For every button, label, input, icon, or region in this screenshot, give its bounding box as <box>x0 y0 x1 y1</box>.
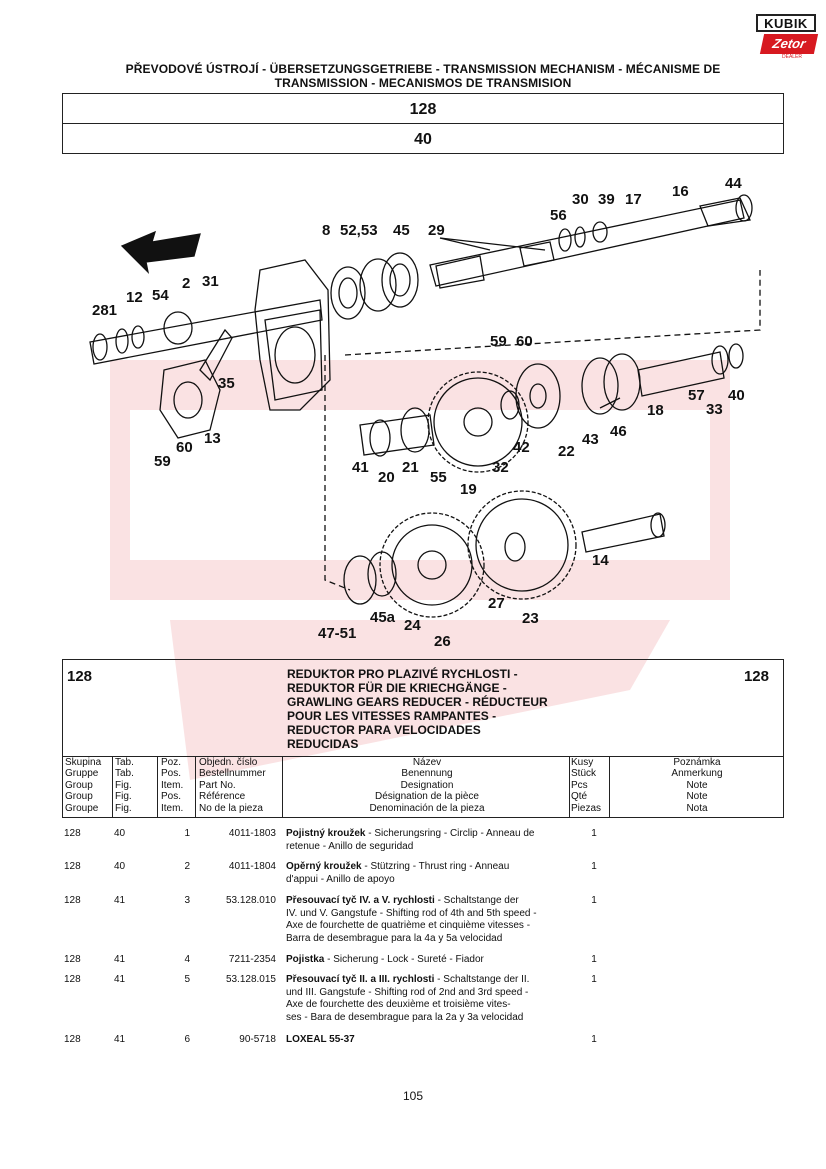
diagram-label: 30 <box>572 191 589 208</box>
diagram-label: 27 <box>488 595 505 612</box>
description-group-right: 128 <box>743 668 769 685</box>
diagram-label: 35 <box>218 375 235 392</box>
diagram-label: 32 <box>492 459 509 476</box>
diagram-label: 18 <box>647 402 664 419</box>
logo-dealer-text: DEALER <box>782 54 803 60</box>
diagram-label: 59 <box>490 333 507 350</box>
diagram-label: 40 <box>728 387 745 404</box>
direction-arrow-icon <box>120 230 201 274</box>
diagram-label: 29 <box>428 222 445 239</box>
diagram-label: 19 <box>460 481 477 498</box>
diagram-label: 31 <box>202 273 219 290</box>
diagram-label: 54 <box>152 287 169 304</box>
logo-zetor-text: Zetor <box>759 34 819 54</box>
diagram-label: 46 <box>610 423 627 440</box>
diagram-label: 60 <box>176 439 193 456</box>
diagram-label: 281 <box>92 302 117 319</box>
diagram-label: 14 <box>592 552 609 569</box>
page-number: 105 <box>402 1089 424 1103</box>
diagram-label: 47-51 <box>318 625 356 642</box>
diagram-label: 56 <box>550 207 567 224</box>
assembly-description: 128 128 REDUKTOR PRO PLAZIVÉ RYCHLOSTI -… <box>62 659 784 757</box>
diagram-label: 43 <box>582 431 599 448</box>
diagram-label: 26 <box>434 633 451 650</box>
diagram-label: 57 <box>688 387 705 404</box>
kubik-zetor-logo: KUBIK Zetor DEALER <box>756 14 819 60</box>
diagram-label: 24 <box>404 617 421 634</box>
page-title: PŘEVODOVÉ ÚSTROJÍ - ÜBERSETZUNGSGETRIEBE… <box>125 62 721 90</box>
diagram-label: 45 <box>393 222 410 239</box>
table-number-box: 40 <box>62 123 784 154</box>
group-number-box: 128 <box>62 93 784 124</box>
diagram-label: 13 <box>204 430 221 447</box>
description-group-left: 128 <box>67 668 93 685</box>
exploded-parts-diagram: 44 16 30 39 17 56 8 52,53 45 29 2 31 54 … <box>89 175 761 650</box>
diagram-label: 20 <box>378 469 395 486</box>
diagram-label: 22 <box>558 443 575 460</box>
header-table: Tab.Tab.Fig.Fig.Fig. <box>115 757 134 814</box>
diagram-label: 59 <box>154 453 171 470</box>
diagram-label: 16 <box>672 183 689 200</box>
kubik-watermark <box>110 360 730 780</box>
diagram-label: 39 <box>598 191 615 208</box>
diagram-label: 2 <box>182 275 190 292</box>
description-title: REDUKTOR PRO PLAZIVÉ RYCHLOSTI - REDUKTO… <box>287 667 548 751</box>
diagram-label: 52,53 <box>340 222 378 239</box>
diagram-label: 33 <box>706 401 723 418</box>
diagram-label: 55 <box>430 469 447 486</box>
diagram-label: 8 <box>322 222 330 239</box>
diagram-label: 42 <box>513 439 530 456</box>
diagram-label: 21 <box>402 459 419 476</box>
diagram-label: 45a <box>370 609 396 626</box>
header-position: Poz.Pos.Item.Pos.Item. <box>161 757 184 814</box>
diagram-label: 23 <box>522 610 539 627</box>
diagram-label: 41 <box>352 459 369 476</box>
diagram-label: 60 <box>516 333 533 350</box>
diagram-label: 17 <box>625 191 642 208</box>
diagram-label: 12 <box>126 289 143 306</box>
logo-kubik-text: KUBIK <box>756 14 816 32</box>
diagram-label: 44 <box>725 175 742 192</box>
